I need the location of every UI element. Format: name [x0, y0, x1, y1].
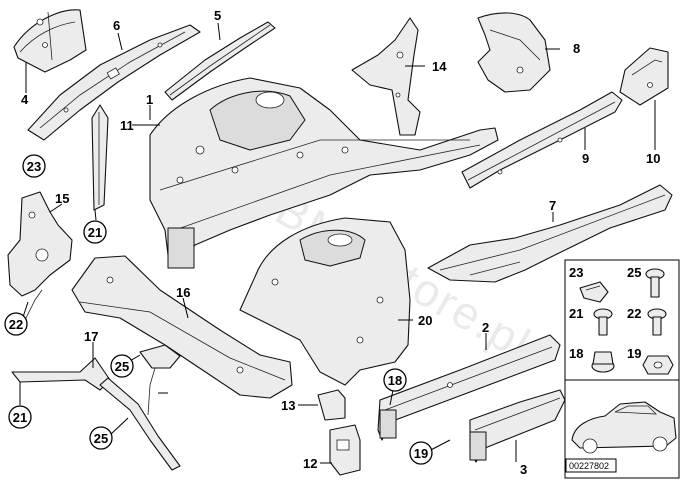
label-4: 4	[21, 92, 29, 107]
inset-label-22: 22	[627, 306, 641, 321]
circle-label-18: 18	[383, 368, 407, 392]
part-10-support-bracket	[619, 47, 669, 106]
circle-label-25-lower: 25	[89, 426, 113, 450]
inset-label-25: 25	[627, 265, 641, 280]
part-16-cross-member	[71, 255, 293, 399]
label-13: 13	[281, 398, 295, 413]
svg-text:19: 19	[414, 446, 428, 461]
inset-label-23: 23	[569, 265, 583, 280]
svg-text:21: 21	[88, 225, 102, 240]
part-24-small-bracket	[139, 344, 181, 416]
part-8-tower-piece	[477, 12, 551, 93]
part-4-wheel-arch-cover	[13, 9, 87, 73]
label-1: 1	[146, 92, 153, 107]
part-6-upper-rail	[27, 24, 201, 141]
part-13-gusset	[317, 389, 346, 421]
part-number-labels: 1 2 3 4 5 6 7 8 9 10 11 12 13 14 15 16 1…	[21, 8, 660, 477]
label-20: 20	[418, 313, 432, 328]
label-15: 15	[55, 191, 69, 206]
label-16: 16	[176, 285, 190, 300]
label-11: 11	[120, 118, 134, 133]
svg-text:21: 21	[13, 410, 27, 425]
label-12: 12	[303, 456, 317, 471]
screw-icon-21	[593, 308, 613, 336]
svg-text:22: 22	[9, 317, 23, 332]
circle-label-19: 19	[409, 441, 433, 465]
label-9: 9	[582, 151, 589, 166]
label-8: 8	[573, 41, 580, 56]
inset-label-21: 21	[569, 306, 583, 321]
label-6: 6	[113, 18, 120, 33]
inset-label-18: 18	[569, 346, 583, 361]
part-5-long-rail	[164, 21, 276, 101]
circled-labels: 23 21 22 21 25 25 18 19	[4, 154, 433, 465]
label-14: 14	[432, 59, 447, 74]
part-3-side-sill-rear	[469, 389, 566, 463]
part-20-rear-wheelhouse	[239, 217, 411, 386]
car-silhouette-icon	[571, 401, 677, 454]
svg-text:23: 23	[27, 159, 41, 174]
clip-nut-icon	[579, 281, 609, 303]
part-9-sill-rail	[461, 91, 623, 189]
part-2-side-sill	[377, 334, 561, 441]
flange-nut-icon-18	[591, 351, 615, 373]
svg-text:25: 25	[94, 431, 108, 446]
part-15-bracket-assembly	[7, 191, 73, 321]
svg-text:18: 18	[388, 373, 402, 388]
label-3: 3	[520, 462, 527, 477]
svg-text:25: 25	[115, 359, 129, 374]
part-17-brace	[11, 357, 181, 471]
inset-label-19: 19	[627, 346, 641, 361]
circle-label-22: 22	[4, 312, 28, 336]
part-7-rear-rail	[427, 184, 673, 283]
label-10: 10	[646, 151, 660, 166]
screw-icon-22	[647, 308, 667, 336]
fasteners-inset: 23 25 21 22 18 19	[564, 259, 680, 479]
diagram-code: 00227802	[569, 461, 609, 471]
hex-nut-icon-19	[642, 355, 674, 375]
circle-label-21-lower: 21	[8, 405, 32, 429]
label-17: 17	[84, 329, 98, 344]
bolt-icon-25	[645, 268, 665, 298]
circle-label-23: 23	[22, 154, 46, 178]
part-14-bracket	[351, 17, 421, 136]
part-12-jack-support	[329, 424, 361, 476]
label-5: 5	[214, 8, 221, 23]
circle-label-25-upper: 25	[110, 354, 134, 378]
circle-label-21-upper: 21	[83, 220, 107, 244]
label-2: 2	[482, 320, 489, 335]
part-1-wheelhouse-assembly	[149, 77, 499, 269]
label-7: 7	[549, 198, 556, 213]
part-11-pillar-strip	[91, 104, 109, 211]
